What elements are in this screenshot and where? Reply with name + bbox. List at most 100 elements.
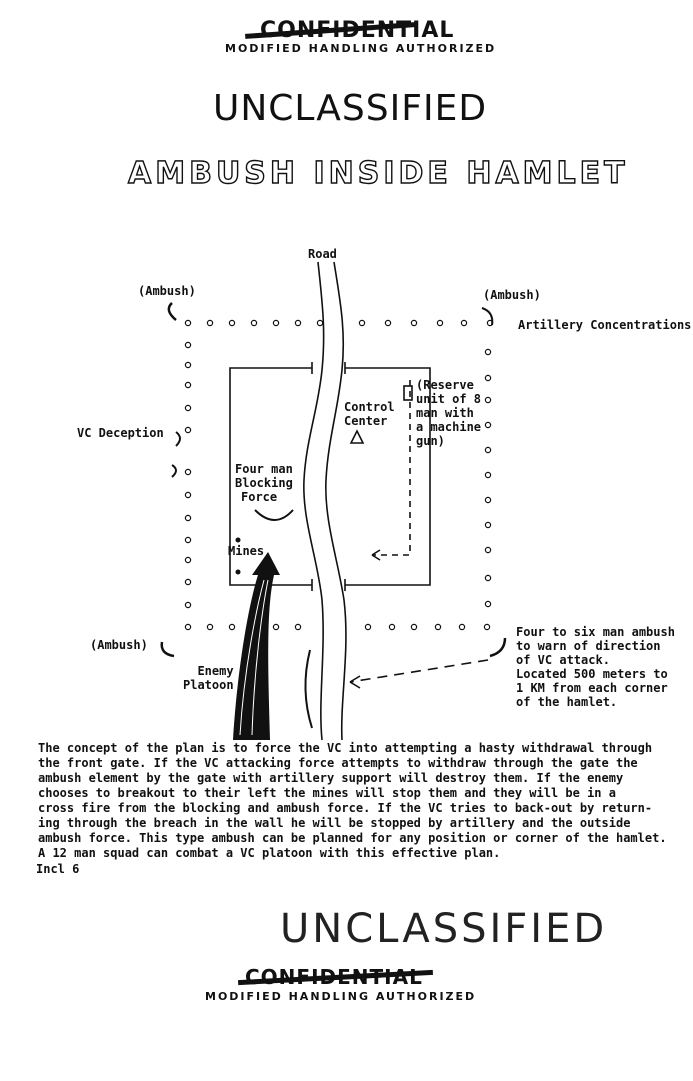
paragraph-line: chooses to breakout to their left the mi… [38,786,616,800]
observation-point [250,319,258,327]
observation-point [483,623,491,631]
road-label: Road [308,247,337,261]
hamlet-wall-right [345,367,431,586]
reserve-route [372,380,411,556]
paragraph-line: The concept of the plan is to force the … [38,741,653,755]
ambush-note-line: Located 500 meters to [516,667,668,681]
blocking-force-line: Blocking [235,476,293,490]
unclassified-marking-top: UNCLASSIFIED [213,88,488,129]
observation-point [206,623,214,631]
enemy-platoon-arrow [233,552,280,740]
ambush-arc-bl [160,641,175,658]
observation-point [184,556,192,564]
observation-point [410,319,418,327]
mine [235,569,241,575]
observation-point [484,421,492,429]
reserve-line: unit of 8 [416,392,482,406]
observation-point [206,319,214,327]
reserve-line: a machine [416,420,482,434]
reserve-label: (Reserve unit of 8 man with a machine gu… [416,378,481,448]
page-title: AMBUSH INSIDE HAMLET [127,155,629,191]
paragraph-line: ambush element by the gate with artiller… [38,771,624,785]
observation-point [460,319,468,327]
blocking-force-label: Four man Blocking Force [235,462,293,504]
observation-point [484,374,492,382]
vc-deception-arc-1 [175,431,181,447]
observation-point [484,496,492,504]
road-left-edge [303,261,325,741]
ambush-label-tr: (Ambush) [483,288,541,302]
ambush-note-line: 1 KM from each corner [516,681,668,695]
observation-point [484,600,492,608]
observation-point [484,546,492,554]
road-right-edge [325,261,347,741]
observation-point [484,348,492,356]
observation-point [184,536,192,544]
observation-point [184,426,192,434]
observation-point [484,396,492,404]
control-center-line: Control [344,400,395,414]
observation-point [184,361,192,369]
observation-point [388,623,396,631]
control-center-line: Center [344,414,388,428]
modified-handling-top: MODIFIED HANDLING AUTHORIZED [225,42,497,55]
concept-paragraph: The concept of the plan is to force the … [38,741,667,861]
observation-point [358,319,366,327]
observation-point [316,319,324,327]
ambush-label-bl: (Ambush) [90,638,148,652]
observation-point [484,574,492,582]
observation-point [294,623,302,631]
observation-point [486,319,494,327]
paragraph-line: ing through the breach in the wall he wi… [38,816,631,830]
ambush-warning-line [349,659,489,683]
vc-deception-label: VC Deception [77,426,164,440]
blocking-force-line: Force [241,490,278,504]
reserve-line: gun) [416,434,445,448]
ambush-note-line: of VC attack. [516,653,610,667]
observation-point [458,623,466,631]
blocking-force-arc [254,509,294,521]
enclosure-label: Incl 6 [36,862,80,876]
paragraph-line: cross fire from the blocking and ambush … [38,801,653,815]
observation-point [184,319,192,327]
observation-point [184,623,192,631]
enemy-platoon-line: Platoon [183,678,234,692]
blocking-force-line: Four man [235,462,293,476]
observation-point [184,514,192,522]
modified-handling-bottom: MODIFIED HANDLING AUTHORIZED [205,990,477,1003]
ambush-arc-tl [167,302,177,321]
observation-point [434,623,442,631]
enemy-platoon-label: Enemy Platoon [183,664,234,692]
observation-point [272,623,280,631]
observation-point [184,578,192,586]
paragraph-line: ambush force. This type ambush can be pl… [38,831,667,845]
paragraph-line: A 12 man squad can combat a VC platoon w… [38,846,501,860]
observation-point [410,623,418,631]
reserve-line: man with [416,406,474,420]
observation-point [294,319,302,327]
observation-point [364,623,372,631]
observation-point [184,491,192,499]
control-center-label: Control Center [344,400,395,428]
enemy-platoon-line: Enemy [197,664,234,678]
observation-point [384,319,392,327]
ambush-note: Four to six man ambush to warn of direct… [516,625,675,709]
mine [235,537,241,543]
ambush-note-line: to warn of direction [516,639,661,653]
ambush-arc-br [489,637,507,658]
reserve-unit-icon [403,385,413,401]
observation-point [184,341,192,349]
ambush-note-line: of the hamlet. [516,695,618,709]
observation-point [484,521,492,529]
observation-point [184,381,192,389]
observation-point [272,319,280,327]
observation-point [228,623,236,631]
mines-label: Mines [228,544,265,558]
artillery-label: Artillery Concentrations [518,318,692,332]
vc-deception-arc-2 [171,464,177,478]
observation-point [184,601,192,609]
observation-point [436,319,444,327]
ambush-note-line: Four to six man ambush [516,625,675,639]
unclassified-marking-bottom: UNCLASSIFIED [280,906,608,952]
